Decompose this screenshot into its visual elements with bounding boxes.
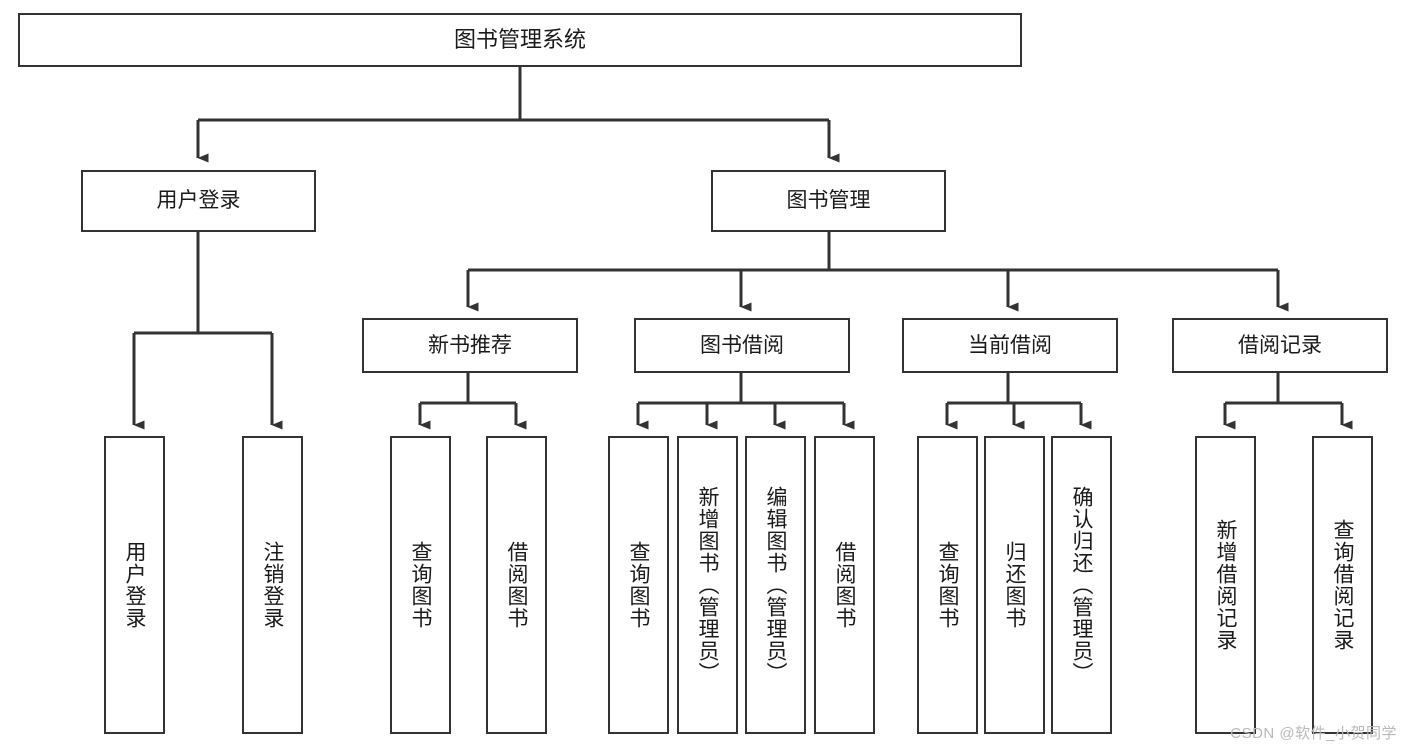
node-leaf-br-query-record[interactable]: 查询借阅记录 [1312,436,1373,734]
node-leaf-bb-query-book[interactable]: 查询图书 [608,436,669,734]
node-leaf-bb-edit-book[interactable]: 编辑图书（管理员） [745,436,806,734]
node-leaf-cb-return-book-label: 归还图书 [1003,541,1026,629]
node-leaf-logout-label: 注销登录 [261,541,284,629]
node-book-management-label: 图书管理 [786,189,871,213]
node-leaf-br-query-record-label: 查询借阅记录 [1331,519,1354,651]
node-leaf-br-add-record-label: 新增借阅记录 [1214,519,1237,651]
node-new-book-recommend-label: 新书推荐 [428,333,512,357]
node-book-borrow-label: 图书借阅 [700,333,784,357]
node-borrow-record[interactable]: 借阅记录 [1172,318,1388,373]
node-leaf-bb-add-book-label: 新增图书（管理员） [696,486,719,684]
node-leaf-cb-confirm-return-label: 确认归还（管理员） [1070,486,1093,684]
node-leaf-bb-query-book-label: 查询图书 [627,541,650,629]
node-leaf-cb-query-book[interactable]: 查询图书 [917,436,978,734]
node-book-management[interactable]: 图书管理 [711,170,946,232]
node-leaf-bb-edit-book-label: 编辑图书（管理员） [764,486,787,684]
node-leaf-nb-borrow-book[interactable]: 借阅图书 [486,436,547,734]
node-root-system[interactable]: 图书管理系统 [18,13,1022,67]
node-borrow-record-label: 借阅记录 [1238,333,1322,357]
node-root-system-label: 图书管理系统 [453,26,586,52]
node-leaf-bb-add-book[interactable]: 新增图书（管理员） [677,436,738,734]
node-book-borrow[interactable]: 图书借阅 [634,318,850,373]
node-new-book-recommend[interactable]: 新书推荐 [362,318,578,373]
node-leaf-cb-confirm-return[interactable]: 确认归还（管理员） [1051,436,1112,734]
node-leaf-nb-query-book[interactable]: 查询图书 [390,436,451,734]
node-leaf-cb-return-book[interactable]: 归还图书 [984,436,1045,734]
node-user-login[interactable]: 用户登录 [81,170,316,232]
node-leaf-bb-borrow-book[interactable]: 借阅图书 [814,436,875,734]
node-leaf-bb-borrow-book-label: 借阅图书 [833,541,856,629]
node-leaf-nb-query-book-label: 查询图书 [409,541,432,629]
node-leaf-user-login-label: 用户登录 [123,541,146,629]
node-leaf-logout[interactable]: 注销登录 [242,436,303,734]
node-leaf-user-login[interactable]: 用户登录 [104,436,165,734]
node-user-login-label: 用户登录 [156,189,241,213]
node-current-borrow[interactable]: 当前借阅 [902,318,1118,373]
node-leaf-br-add-record[interactable]: 新增借阅记录 [1195,436,1256,734]
node-current-borrow-label: 当前借阅 [968,333,1052,357]
node-leaf-cb-query-book-label: 查询图书 [936,541,959,629]
node-leaf-nb-borrow-book-label: 借阅图书 [505,541,528,629]
